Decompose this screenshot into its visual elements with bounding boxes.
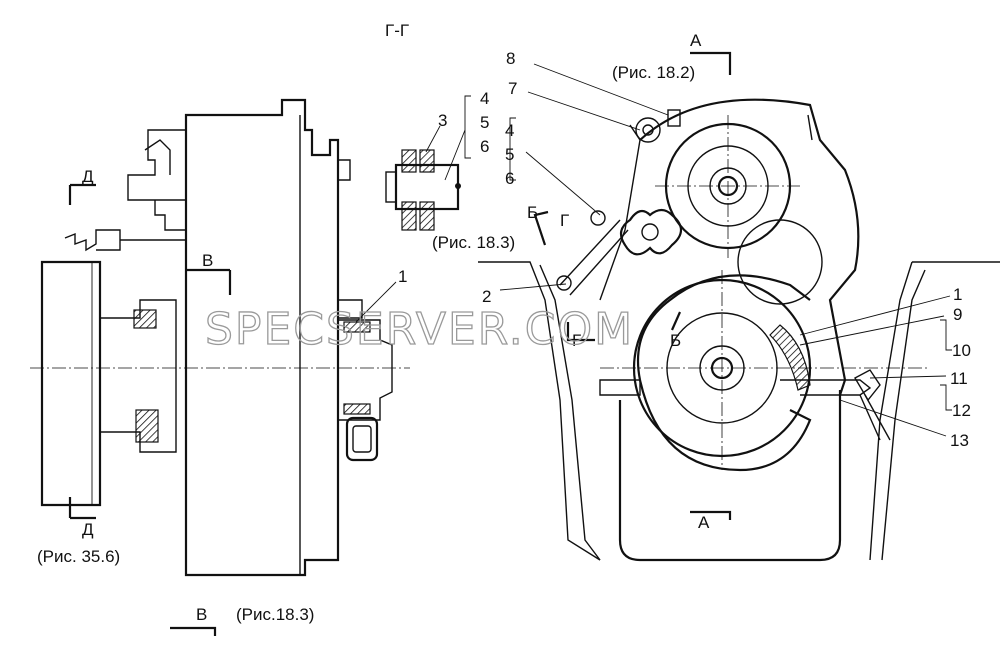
callout-10: 10 [952, 341, 971, 360]
section-mark-a-bottom [690, 510, 732, 520]
section-mark-b-lower [670, 311, 682, 331]
right-flange [338, 319, 393, 421]
bolt-8 [667, 109, 681, 127]
gearbox-housing [184, 98, 340, 577]
lower-housing [618, 390, 842, 562]
left-side-view [30, 98, 410, 636]
reference-ris-18-3-bottom: (Рис.18.3) [236, 605, 314, 624]
callout-7: 7 [508, 79, 517, 98]
seal-upper-left [133, 309, 157, 329]
section-title: Г-Г [385, 21, 409, 40]
view-marker-b-lower: Б [670, 331, 681, 350]
view-marker-a-top: A [690, 31, 702, 50]
view-marker-d-bottom: Д [82, 520, 94, 539]
callout-5-b: 5 [505, 145, 514, 164]
section-mark-b-top [533, 210, 549, 246]
view-marker-a-bottom: A [698, 513, 710, 532]
reference-ris-18-2: (Рис. 18.2) [612, 63, 695, 82]
frame-rail-left [478, 261, 601, 561]
seal-lower-left [135, 409, 159, 443]
drain-plug [345, 416, 379, 462]
callout-2: 2 [482, 287, 491, 306]
callout-4-a: 4 [480, 89, 489, 108]
callout-6-b: 6 [505, 169, 514, 188]
callout-3: 3 [438, 111, 447, 130]
hose-fitting [64, 229, 121, 252]
upper-housing [639, 98, 860, 396]
callout-6-a: 6 [480, 137, 489, 156]
callout-13: 13 [950, 431, 969, 450]
right-front-view [478, 51, 1000, 562]
section-mark-d-top [68, 183, 96, 205]
section-mark-v-mid [186, 268, 232, 295]
seal-lower-right [343, 403, 371, 415]
reference-ris-18-3-mid: (Рис. 18.3) [432, 233, 515, 252]
section-mark-g-lower [566, 322, 595, 342]
callout-12: 12 [952, 401, 971, 420]
view-marker-b-top: Б [527, 203, 538, 222]
upper-bosses [127, 129, 186, 201]
callout-8: 8 [506, 49, 515, 68]
watermark: SPECSERVER.COM [205, 304, 634, 355]
callout-4-b: 4 [505, 121, 514, 140]
callout-5-a: 5 [480, 113, 489, 132]
bolt-head-7 [635, 117, 661, 143]
view-marker-v-bottom: В [196, 605, 207, 624]
sector-hatched [769, 324, 811, 391]
callout-9: 9 [953, 305, 962, 324]
view-marker-d-top: Д [82, 167, 94, 186]
idler-gear [737, 219, 823, 305]
bushing-detail [385, 95, 471, 231]
view-marker-v-mid: В [202, 251, 213, 270]
plate-bolts [599, 379, 641, 396]
seal-1-left [343, 321, 371, 333]
lobed-flange [619, 208, 683, 256]
view-marker-g-lower: Г [572, 331, 581, 350]
callout-1-left: 1 [398, 267, 407, 286]
callout-11: 11 [950, 369, 968, 388]
flywheel-housing [40, 260, 102, 507]
view-marker-g-top: Г [560, 211, 569, 230]
section-mark-d-bottom [68, 497, 96, 520]
section-mark-v-bottom [170, 626, 217, 636]
callout-1-right: 1 [953, 285, 962, 304]
section-mark-a-top [690, 51, 732, 75]
reference-ris-35-6: (Рис. 35.6) [37, 547, 120, 566]
